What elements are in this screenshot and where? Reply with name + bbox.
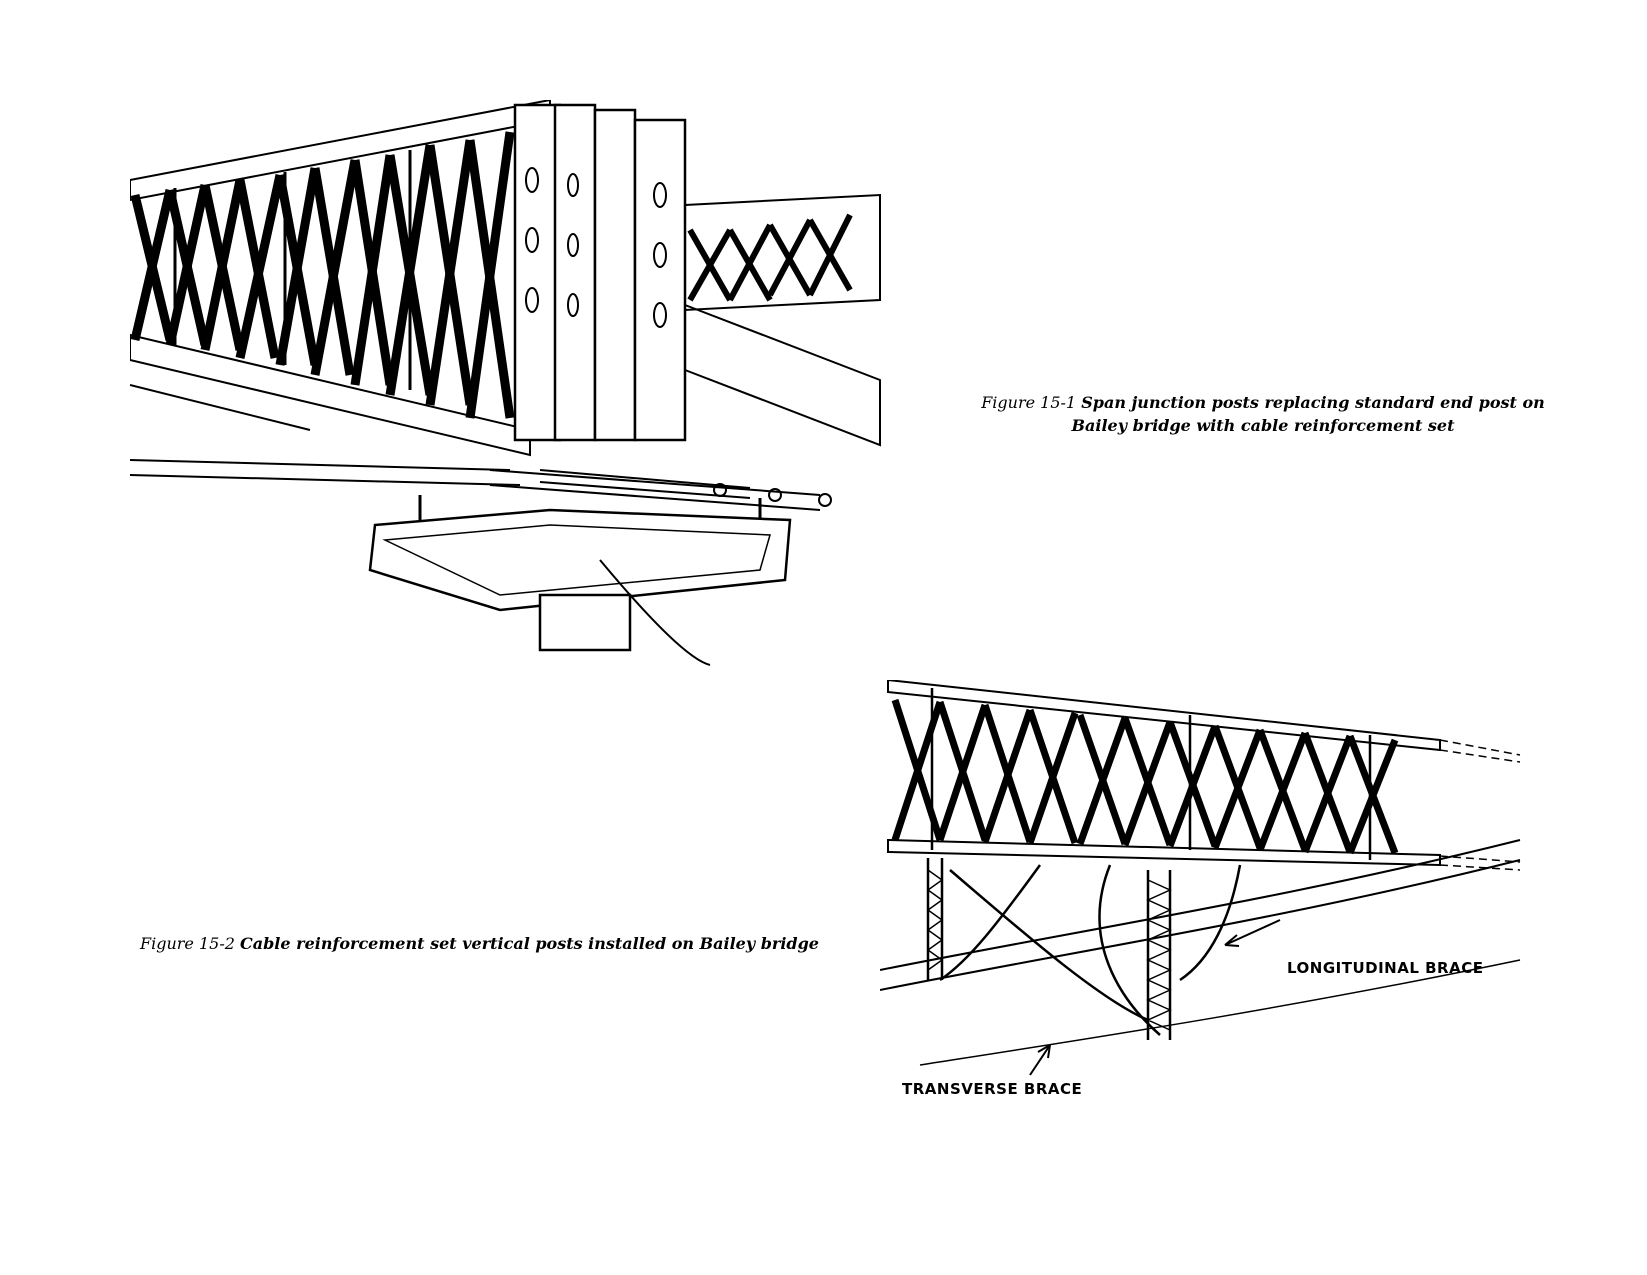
figure-15-1-number: Figure 15-1	[981, 393, 1077, 412]
transverse-brace-label: TRANSVERSE BRACE	[902, 1080, 1083, 1098]
figure-15-2-number: Figure 15-2	[140, 934, 235, 953]
figure-15-2-illustration	[880, 680, 1580, 1140]
figure-15-1-caption: Figure 15-1 Span junction posts replacin…	[958, 391, 1568, 437]
figure-15-2-caption: Figure 15-2 Cable reinforcement set vert…	[140, 932, 850, 955]
longitudinal-brace-label: LONGITUDINAL BRACE	[1287, 959, 1484, 977]
figure-15-1-illustration	[130, 100, 930, 720]
figure-15-1-caption-text: Span junction posts replacing standard e…	[1071, 393, 1545, 435]
figure-15-2-caption-text: Cable reinforcement set vertical posts i…	[240, 934, 819, 953]
